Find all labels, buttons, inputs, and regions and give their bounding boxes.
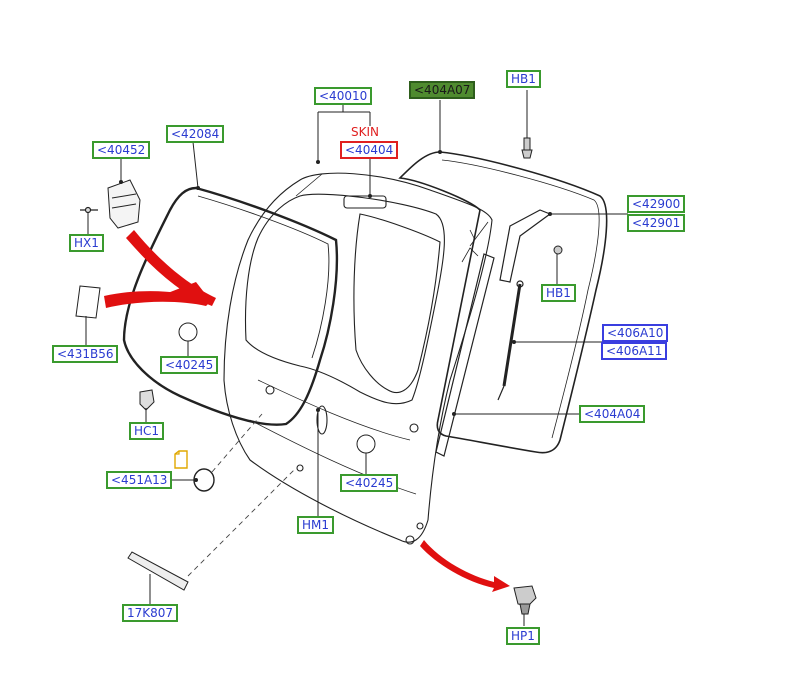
- callout-hm1[interactable]: HM1: [297, 516, 335, 534]
- callout-hc1[interactable]: HC1: [129, 422, 165, 440]
- window-seal: [122, 186, 339, 426]
- bracket-40452: [107, 179, 141, 229]
- side-trim-strip: [435, 253, 495, 457]
- rear-glass: [398, 151, 608, 454]
- skin-label: SKIN: [351, 125, 380, 139]
- callout-17K807[interactable]: 17K807: [122, 604, 179, 622]
- callout-40010[interactable]: <40010: [314, 87, 373, 105]
- callout-40245-upper[interactable]: <40245: [160, 356, 219, 374]
- callout-406A10[interactable]: <406A10: [602, 324, 669, 342]
- callout-451A13[interactable]: <451A13: [106, 471, 173, 489]
- callout-hb1-top[interactable]: HB1: [506, 70, 541, 88]
- red-arrows: [104, 230, 510, 592]
- callout-404A07[interactable]: <404A07: [409, 81, 476, 99]
- callout-hp1[interactable]: HP1: [506, 627, 540, 645]
- clip-hc1: [139, 389, 155, 411]
- leader-dots: [119, 150, 552, 482]
- callout-42901[interactable]: <42901: [627, 214, 686, 232]
- callout-40404[interactable]: <40404: [340, 141, 399, 159]
- bolt-hb1-mid: [553, 245, 563, 255]
- tailgate-body: [223, 172, 493, 545]
- bolt-hp1: [513, 585, 537, 615]
- callout-42084[interactable]: <42084: [166, 125, 225, 143]
- bolt-hx1: [80, 206, 98, 214]
- note-icon[interactable]: [174, 450, 188, 469]
- callout-42900[interactable]: <42900: [627, 195, 686, 213]
- callout-406A11[interactable]: <406A11: [601, 342, 668, 360]
- label-431B56: [75, 285, 101, 319]
- callout-hb1-mid[interactable]: HB1: [541, 284, 576, 302]
- bolt-hb1-top: [521, 137, 533, 159]
- callout-40452[interactable]: <40452: [92, 141, 151, 159]
- hinge: [499, 209, 552, 283]
- callout-40245-lower[interactable]: <40245: [340, 474, 399, 492]
- bung-40245-upper: [178, 322, 198, 342]
- moulding-17K807: [127, 551, 189, 591]
- callout-404A04[interactable]: <404A04: [579, 405, 646, 423]
- leader-lines: [85, 90, 628, 626]
- bung-40245-lower: [356, 434, 376, 454]
- gas-strut: [497, 280, 524, 401]
- callout-hx1[interactable]: HX1: [69, 234, 104, 252]
- dashed-leaders: [187, 413, 297, 577]
- callout-431B56[interactable]: <431B56: [52, 345, 119, 363]
